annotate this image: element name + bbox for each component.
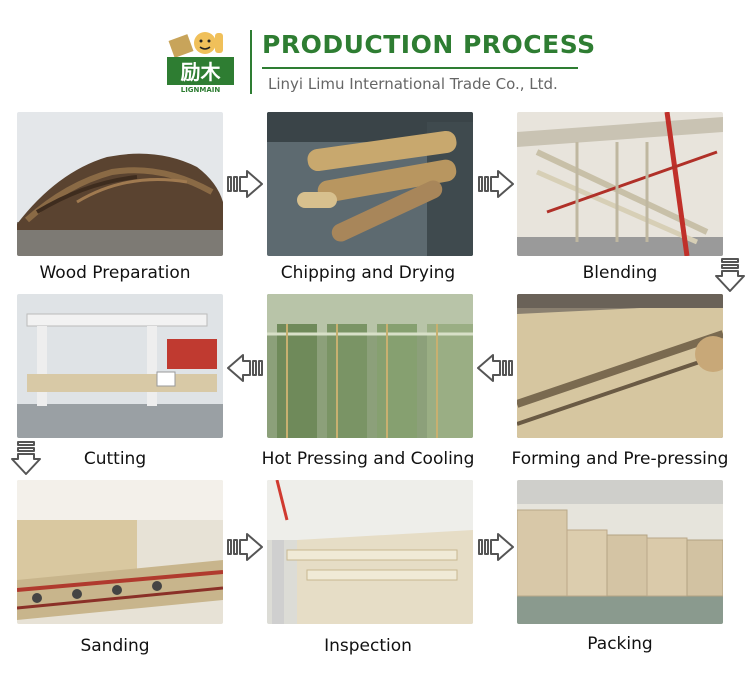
company-logo: 励木 LIGNMAIN (163, 27, 238, 95)
page-title: PRODUCTION PROCESS (262, 30, 596, 59)
photo-sanding (17, 480, 223, 624)
arrow-left-icon (226, 352, 264, 384)
photo-forming-and-pre-pressing (517, 294, 723, 438)
arrow-down-icon (713, 257, 747, 293)
photo-packing (517, 480, 723, 624)
photo-inspection (267, 480, 473, 624)
company-name: Linyi Limu International Trade Co., Ltd. (268, 75, 558, 93)
step-label: Chipping and Drying (280, 263, 456, 283)
logo-subtext: LIGNMAIN (181, 86, 221, 94)
arrow-left-icon (476, 352, 514, 384)
arrow-right-icon (477, 168, 515, 200)
header: 励木 LIGNMAIN PRODUCTION PROCESS Linyi Lim… (0, 0, 750, 105)
photo-blending (517, 112, 723, 256)
step-label: Wood Preparation (39, 263, 191, 283)
arrow-right-icon (226, 168, 264, 200)
arrow-right-icon (477, 531, 515, 563)
step-label: Packing (587, 634, 653, 654)
photo-cutting (17, 294, 223, 438)
logo-text: 励木 (181, 60, 222, 84)
arrow-down-icon (9, 440, 43, 476)
photo-wood-preparation (17, 112, 223, 256)
arrow-right-icon (226, 531, 264, 563)
title-underline (262, 67, 578, 69)
step-label: Inspection (324, 636, 412, 656)
step-label: Cutting (83, 449, 147, 469)
step-label: Sanding (80, 636, 150, 656)
step-label: Hot Pressing and Cooling (261, 449, 475, 469)
step-label: Forming and Pre-pressing (511, 449, 729, 469)
step-label: Blending (582, 263, 658, 283)
photo-hot-pressing-and-cooling (267, 294, 473, 438)
photo-chipping-and-drying (267, 112, 473, 256)
header-divider (250, 30, 252, 94)
